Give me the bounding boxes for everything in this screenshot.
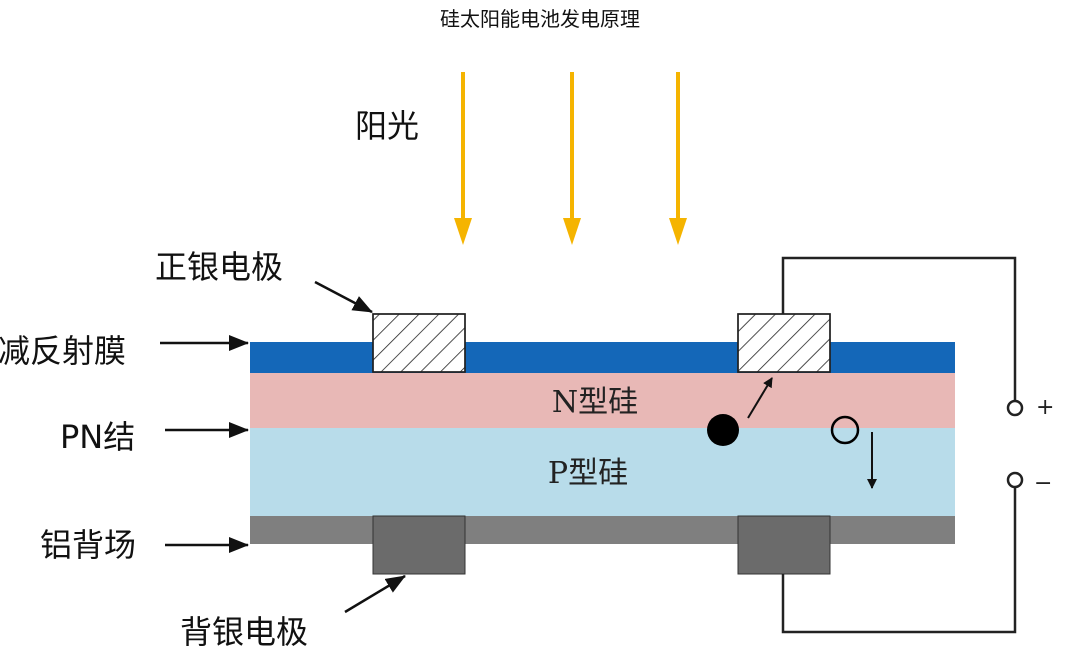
plus-label: +: [1036, 395, 1054, 420]
al-bsf-label: 铝背场: [40, 526, 136, 564]
circuit-wire-bottom: [781, 487, 1017, 634]
al-bsf-layer: [250, 516, 955, 544]
electron-arrow: [747, 377, 773, 419]
back-electrode: [372, 515, 466, 575]
antireflection-layer: [250, 342, 955, 373]
front-electrode-pointer: [314, 280, 373, 314]
sun-arrow-head: [563, 218, 581, 245]
diagram-title: 硅太阳能电池发电原理: [440, 7, 640, 31]
positive-terminal: [1006, 399, 1024, 417]
negative-terminal: [1006, 471, 1024, 489]
circuit-wire-top: [781, 256, 1017, 401]
sunlight-arrows: [454, 72, 687, 245]
back-electrode: [737, 515, 831, 575]
sunlight-label: 阳光: [355, 107, 419, 145]
back-electrode-label: 背银电极: [180, 613, 308, 651]
front-electrode-label: 正银电极: [155, 248, 283, 286]
p-silicon-layer: [250, 428, 955, 516]
p-silicon-label: P型硅: [548, 456, 628, 491]
front-electrode-hatch: [737, 313, 831, 373]
pn-junction-label: PN结: [60, 418, 135, 456]
front-electrode-hatch: [372, 313, 466, 373]
minus-label: −: [1034, 471, 1052, 496]
electron-dot: [707, 414, 739, 446]
back-electrode-pointer: [344, 574, 406, 614]
sun-arrow-head: [669, 218, 687, 245]
sun-arrow-head: [454, 218, 472, 245]
n-silicon-label: N型硅: [552, 385, 638, 420]
hole-circle: [830, 415, 860, 445]
antireflection-label: 减反射膜: [0, 332, 126, 370]
